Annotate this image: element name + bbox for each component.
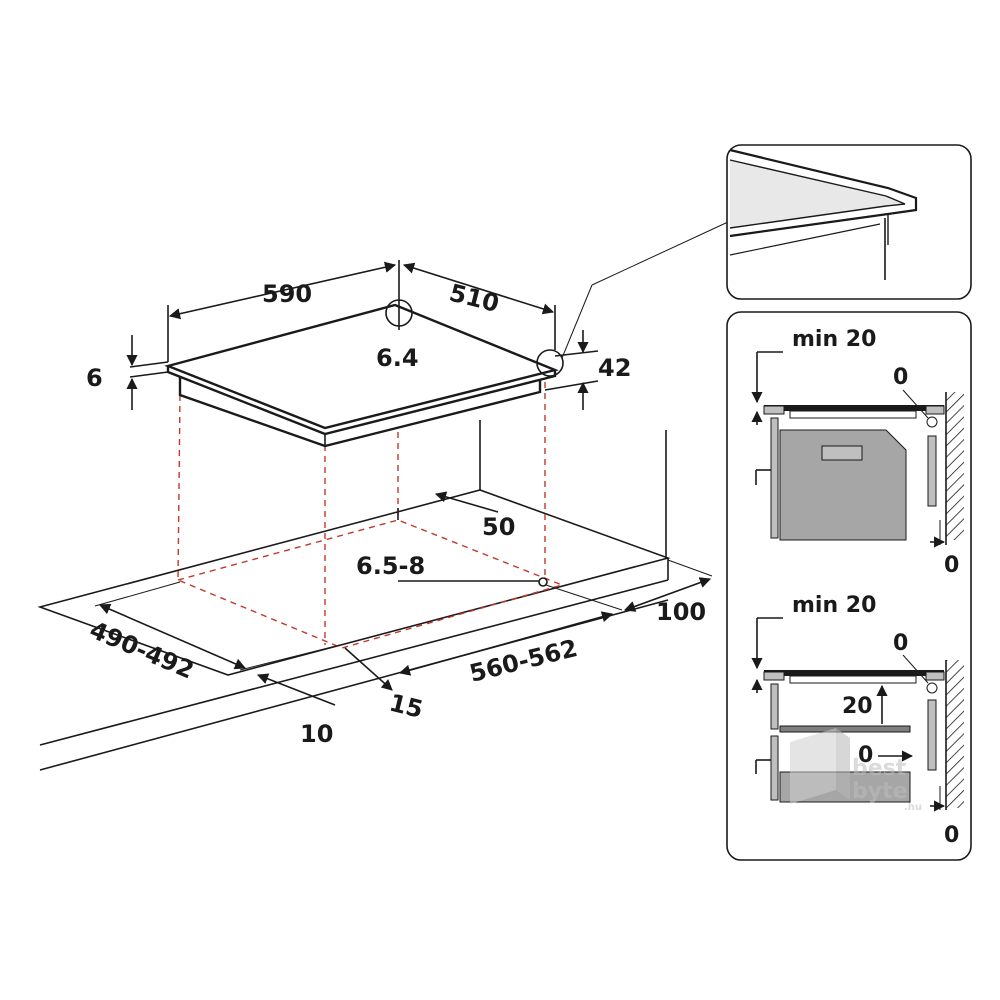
- edge-detail-circle: [536, 349, 564, 377]
- fixing-hole: [538, 577, 548, 587]
- dim-width: 590: [262, 280, 312, 308]
- watermark-suffix: .hu: [904, 802, 922, 813]
- dim-wall-distance: 100: [656, 598, 706, 626]
- dim-thickness: 6: [86, 364, 103, 392]
- dim-side-gap: 15: [387, 689, 426, 724]
- section2-drawer-gap: 20: [842, 694, 873, 719]
- edge-detail-inset: [726, 144, 972, 300]
- hob: [164, 303, 559, 448]
- cutout-outline: [175, 382, 565, 649]
- dim-front-min: 10: [300, 720, 333, 748]
- section-inset: min 20 0 0 min 20 0 20 0: [726, 311, 972, 861]
- dim-radius: 6.4: [376, 344, 419, 372]
- section2-gap-label: 0: [893, 631, 908, 656]
- dim-rear-offset: 50: [482, 513, 515, 541]
- section1-min-label: min 20: [792, 327, 876, 352]
- watermark-line1: best: [852, 756, 907, 781]
- dim-cutout-width: 560-562: [467, 634, 581, 688]
- section2-drawer-zero: 0: [858, 743, 873, 768]
- watermark-line2: byte: [852, 779, 908, 804]
- dim-depth: 510: [447, 279, 502, 318]
- section1-bottom-label: 0: [944, 553, 959, 578]
- section1-gap-label: 0: [893, 365, 908, 390]
- section2-bottom-label: 0: [944, 823, 959, 848]
- dim-hole: 6.5-8: [356, 552, 425, 580]
- watermark-logo: best byte .hu: [790, 728, 922, 813]
- section2-min-label: min 20: [792, 593, 876, 618]
- dim-cutout-depth: 490-492: [86, 616, 198, 685]
- dim-height: 42: [598, 354, 631, 382]
